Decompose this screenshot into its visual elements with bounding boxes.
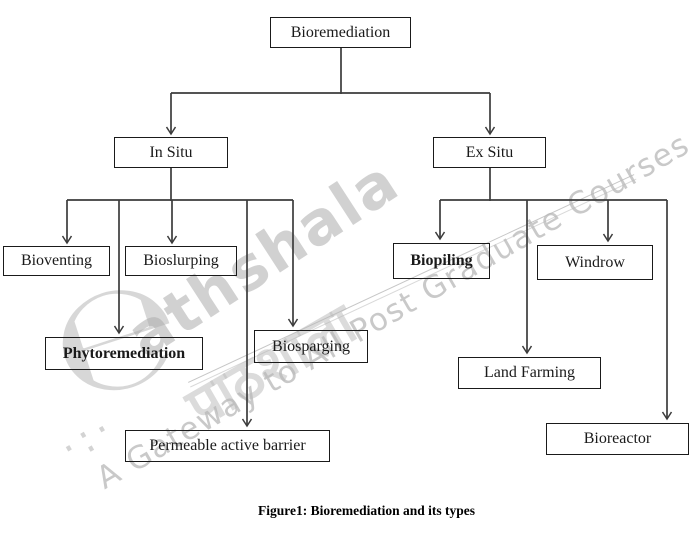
node-ex-situ: Ex Situ: [433, 137, 546, 168]
node-land-farming: Land Farming: [458, 357, 601, 389]
node-bioreactor: Bioreactor: [546, 423, 689, 455]
connector-trunk: [67, 48, 667, 201]
node-bioventing: Bioventing: [3, 246, 110, 276]
node-permeable-active-barrier: Permeable active barrier: [125, 430, 330, 462]
node-in-situ: In Situ: [114, 137, 228, 168]
figure-caption: Figure1: Bioremediation and its types: [257, 503, 475, 518]
node-biosparging: Biosparging: [254, 330, 368, 363]
node-phytoremediation: Phytoremediation: [45, 337, 203, 370]
node-bioremediation: Bioremediation: [270, 17, 411, 48]
node-bioslurping: Bioslurping: [125, 246, 237, 276]
node-biopiling: Biopiling: [393, 243, 490, 279]
node-windrow: Windrow: [537, 245, 653, 280]
